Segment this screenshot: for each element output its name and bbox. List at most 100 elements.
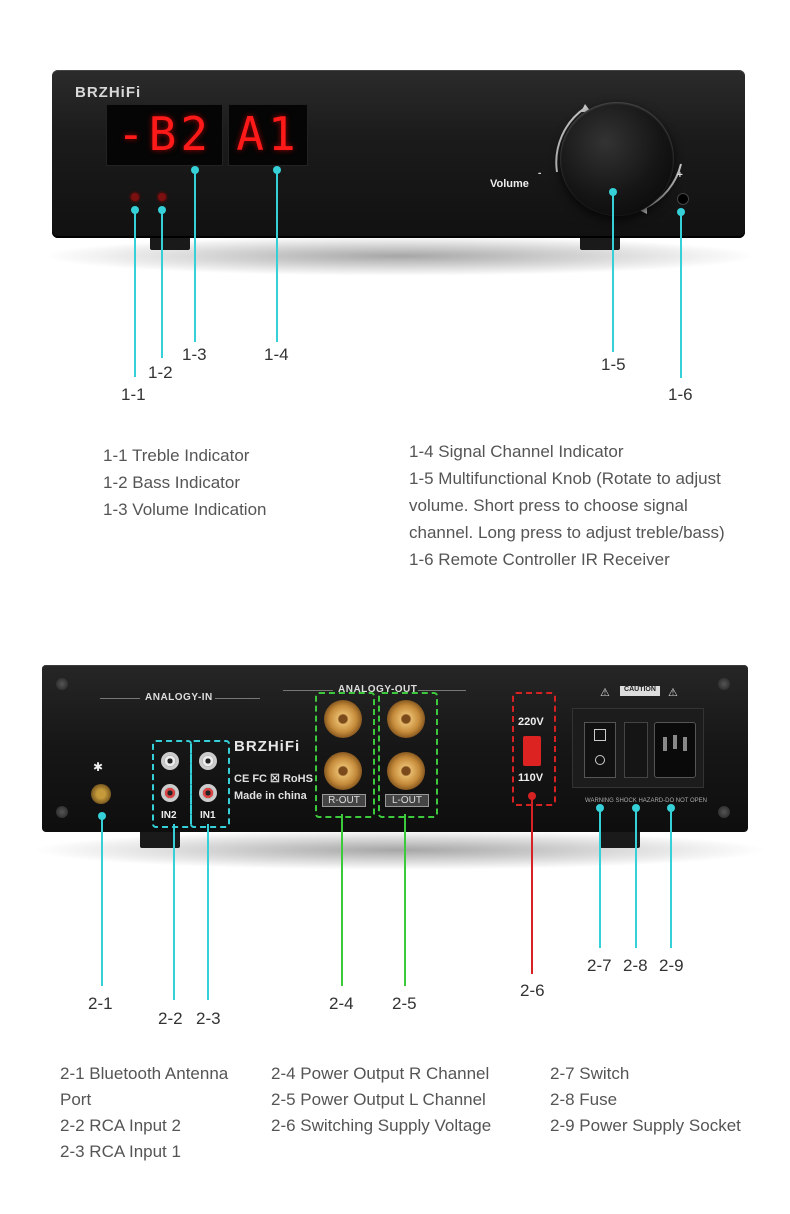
in1-label: IN1: [200, 810, 216, 821]
back-legend-col3: 2-7 Switch 2-8 Fuse 2-9 Power Supply Soc…: [550, 1061, 741, 1139]
front-brand-logo: BRZHiFi: [75, 84, 142, 101]
ir-receiver: [677, 193, 689, 205]
front-shadow: [40, 236, 760, 276]
r-out-positive-terminal[interactable]: [324, 700, 362, 738]
legend-item: 2-5 Power Output L Channel: [271, 1090, 486, 1109]
callout-dot-1-5: [609, 188, 617, 196]
callout-dot-2-9: [667, 804, 675, 812]
callout-line-2-5: [404, 814, 406, 986]
legend-item: 1-4 Signal Channel Indicator: [409, 442, 624, 461]
back-foot-right: [600, 828, 640, 848]
legend-item: 1-1 Treble Indicator: [103, 446, 250, 465]
warning-triangle-icon: ⚠: [668, 687, 678, 699]
front-legend-left: 1-1 Treble Indicator 1-2 Bass Indicator …: [103, 442, 267, 523]
legend-item: 2-1 Bluetooth Antenna: [60, 1064, 229, 1083]
callout-line-2-4: [341, 814, 343, 986]
voltage-220-label: 220V: [518, 716, 544, 728]
legend-item: channel. Long press to adjust treble/bas…: [409, 523, 725, 542]
volume-knob[interactable]: [560, 102, 674, 216]
callout-label-1-4: 1-4: [264, 345, 289, 364]
legend-item: 1-2 Bass Indicator: [103, 473, 241, 492]
rca-input-1-left-jack[interactable]: [199, 752, 217, 770]
screw-icon: [718, 678, 730, 690]
divider: [215, 698, 260, 699]
callout-label-1-3: 1-3: [182, 345, 207, 364]
warning-text: WARNING SHOCK HAZARD-DO NOT OPEN: [585, 798, 708, 804]
callout-line-2-9: [670, 810, 672, 948]
legend-item: 1-5 Multifunctional Knob (Rotate to adju…: [409, 469, 721, 488]
callout-dot-1-6: [677, 208, 685, 216]
callout-label-2-2: 2-2: [158, 1009, 183, 1028]
callout-line-2-6: [531, 798, 533, 974]
voltage-110-label: 110V: [518, 772, 544, 784]
back-foot-left: [140, 828, 180, 848]
rca-input-2-right-jack[interactable]: [161, 784, 179, 802]
callout-dot-1-2: [158, 206, 166, 214]
callout-line-2-8: [635, 810, 637, 948]
callout-line-2-2: [173, 824, 175, 1000]
callout-label-2-7: 2-7: [587, 956, 612, 975]
bass-indicator-led: [158, 193, 166, 201]
callout-dot-2-8: [632, 804, 640, 812]
callout-dot-1-3: [191, 166, 199, 174]
divider: [283, 690, 333, 691]
warning-triangle-icon: ⚠: [600, 687, 610, 699]
callout-line-1-5: [612, 194, 614, 352]
bluetooth-antenna-port[interactable]: [91, 784, 111, 804]
callout-dot-1-4: [273, 166, 281, 174]
front-legend-right: 1-4 Signal Channel Indicator 1-5 Multifu…: [409, 438, 725, 573]
callout-label-2-8: 2-8: [623, 956, 648, 975]
certification-marks: CE FC ☒ RoHS: [234, 773, 313, 785]
legend-item: Port: [60, 1090, 92, 1109]
callout-label-2-6: 2-6: [520, 981, 545, 1000]
callout-line-2-1: [101, 818, 103, 986]
callout-line-1-3: [194, 172, 196, 342]
fuse-holder[interactable]: [624, 722, 648, 778]
rca-input-1-box: [190, 740, 230, 828]
legend-item: 2-4 Power Output R Channel: [271, 1064, 490, 1083]
caution-label: CAUTION: [620, 686, 660, 696]
minus-sign: -: [538, 168, 542, 179]
callout-dot-1-1: [131, 206, 139, 214]
plus-sign: +: [677, 170, 683, 181]
r-out-label: R-OUT: [322, 794, 366, 807]
analogy-out-title: ANALOGY-OUT: [338, 684, 418, 695]
made-in-china: Made in china: [234, 790, 307, 802]
callout-line-2-3: [207, 824, 209, 1000]
legend-item: 2-3 RCA Input 1: [60, 1142, 181, 1161]
volume-label: Volume: [490, 178, 529, 190]
back-legend-col2: 2-4 Power Output R Channel 2-5 Power Out…: [271, 1061, 491, 1139]
r-out-box: [315, 692, 375, 818]
rca-input-1-right-jack[interactable]: [199, 784, 217, 802]
l-out-positive-terminal[interactable]: [387, 700, 425, 738]
screw-icon: [718, 806, 730, 818]
legend-item: 2-6 Switching Supply Voltage: [271, 1116, 492, 1135]
callout-label-1-2: 1-2: [148, 363, 173, 382]
display-left: -B2: [106, 104, 223, 166]
l-out-label: L-OUT: [385, 794, 429, 807]
callout-label-2-4: 2-4: [329, 994, 354, 1013]
callout-label-1-5: 1-5: [601, 355, 626, 374]
power-switch[interactable]: [584, 722, 616, 778]
callout-line-1-4: [276, 172, 278, 342]
screw-icon: [56, 806, 68, 818]
l-out-negative-terminal[interactable]: [387, 752, 425, 790]
analogy-in-title: ANALOGY-IN: [145, 692, 213, 703]
back-brand-logo: BRZHiFi: [234, 738, 301, 755]
legend-item: 1-3 Volume Indication: [103, 500, 267, 519]
power-supply-socket[interactable]: [654, 722, 696, 778]
callout-line-2-7: [599, 810, 601, 948]
callout-dot-2-1: [98, 812, 106, 820]
callout-label-2-3: 2-3: [196, 1009, 221, 1028]
legend-item: 2-2 RCA Input 2: [60, 1116, 181, 1135]
r-out-negative-terminal[interactable]: [324, 752, 362, 790]
callout-dot-2-6: [528, 792, 536, 800]
voltage-selector-switch[interactable]: [523, 736, 541, 766]
callout-dot-2-7: [596, 804, 604, 812]
legend-item: 2-8 Fuse: [550, 1090, 618, 1109]
callout-label-1-6: 1-6: [668, 385, 693, 404]
callout-line-1-1: [134, 212, 136, 377]
voltage-switch-box: [512, 692, 556, 806]
volume-display-text: -B2: [116, 107, 213, 161]
rca-input-2-left-jack[interactable]: [161, 752, 179, 770]
